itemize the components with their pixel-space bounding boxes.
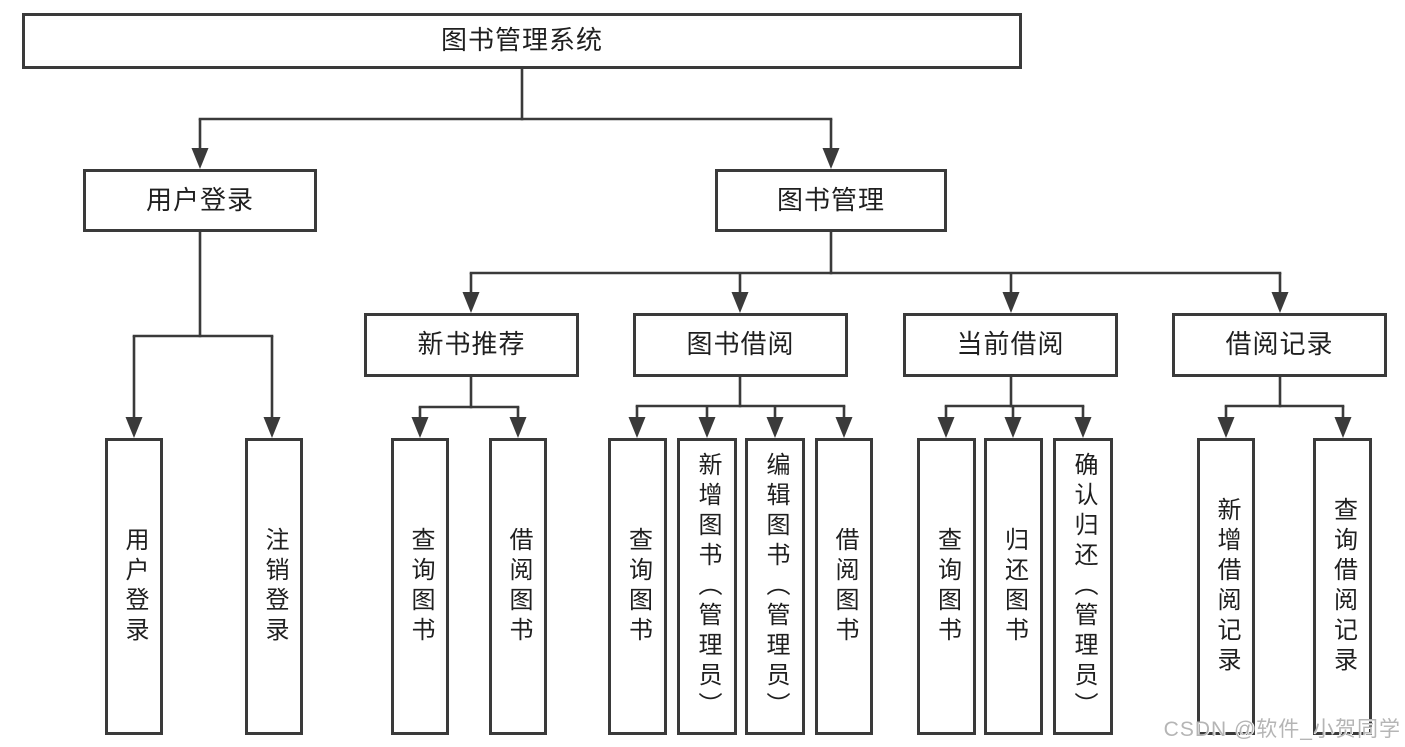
node-bb-edit-books: 编辑图书（管理员） (745, 438, 805, 735)
node-label: 确认归还（管理员） (1070, 451, 1097, 722)
node-cb-confirm-return: 确认归还（管理员） (1053, 438, 1113, 735)
node-bb-query-books: 查询图书 (608, 438, 667, 735)
node-nbr-borrow-books: 借阅图书 (489, 438, 547, 735)
node-label: 归还图书 (1000, 526, 1028, 647)
node-br-add-record: 新增借阅记录 (1197, 438, 1255, 735)
node-label: 借阅图书 (831, 526, 858, 647)
node-label: 查询图书 (933, 526, 961, 647)
node-label: 注销登录 (261, 526, 288, 647)
node-borrowing-records: 借阅记录 (1172, 313, 1387, 377)
node-label: 用户登录 (121, 526, 148, 647)
node-bb-borrow-books: 借阅图书 (815, 438, 873, 735)
node-br-query-record: 查询借阅记录 (1313, 438, 1372, 735)
node-label: 查询借阅记录 (1329, 496, 1357, 677)
node-label: 当前借阅 (956, 329, 1065, 360)
node-label: 新增借阅记录 (1213, 496, 1240, 677)
node-book-management: 图书管理 (715, 169, 947, 232)
node-label: 新书推荐 (417, 329, 526, 360)
node-logout-action: 注销登录 (245, 438, 303, 735)
node-cb-query-books: 查询图书 (917, 438, 976, 735)
node-current-borrowing: 当前借阅 (903, 313, 1118, 377)
node-label: 图书管理系统 (440, 25, 603, 56)
node-new-book-recommend: 新书推荐 (364, 313, 579, 377)
node-label: 图书借阅 (686, 329, 795, 360)
node-nbr-query-books: 查询图书 (391, 438, 449, 735)
node-cb-return-books: 归还图书 (984, 438, 1043, 735)
node-label: 新增图书（管理员） (694, 451, 721, 722)
node-bb-add-books: 新增图书（管理员） (677, 438, 737, 735)
node-label: 编辑图书（管理员） (762, 451, 789, 722)
node-label: 图书管理 (776, 184, 885, 215)
node-book-borrowing: 图书借阅 (633, 313, 848, 377)
node-root: 图书管理系统 (22, 13, 1022, 69)
node-label: 查询图书 (407, 526, 434, 647)
node-label: 借阅记录 (1225, 329, 1334, 360)
node-login-action: 用户登录 (105, 438, 163, 735)
watermark: CSDN @软件_小贺同学 (1163, 718, 1401, 741)
node-label: 用户登录 (145, 184, 254, 215)
node-label: 借阅图书 (505, 526, 532, 647)
node-label: 查询图书 (624, 526, 652, 647)
node-user-login: 用户登录 (83, 169, 317, 232)
